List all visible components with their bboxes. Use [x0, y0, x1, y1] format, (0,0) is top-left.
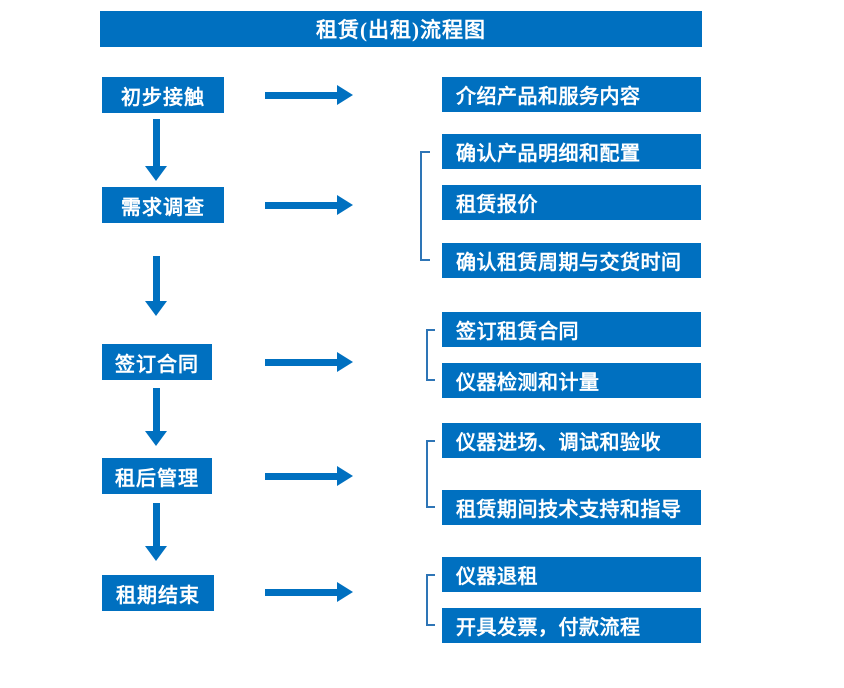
- group-bracket-post-rental: [426, 440, 435, 508]
- arrow-shaft: [265, 473, 337, 480]
- arrow-shaft: [265, 589, 337, 596]
- arrow-head: [337, 582, 353, 602]
- arrow-shaft: [153, 388, 160, 431]
- step-box-sign-contract: 签订合同: [102, 344, 212, 380]
- detail-box-rental-quote: 租赁报价: [442, 185, 701, 220]
- detail-box-sign-rental-contract: 签订租赁合同: [442, 312, 701, 347]
- arrow-right-icon: [265, 352, 353, 373]
- arrow-shaft: [153, 256, 160, 301]
- arrow-head: [337, 466, 353, 486]
- detail-box-confirm-product-details: 确认产品明细和配置: [442, 134, 701, 169]
- arrow-shaft: [153, 503, 160, 546]
- arrow-head: [337, 85, 353, 105]
- detail-box-technical-support: 租赁期间技术支持和指导: [442, 490, 701, 525]
- arrow-right-icon: [265, 85, 353, 106]
- step-box-initial-contact: 初步接触: [102, 77, 224, 113]
- detail-box-introduce-products: 介绍产品和服务内容: [442, 77, 701, 112]
- arrow-shaft: [265, 359, 337, 366]
- arrow-head: [145, 546, 167, 561]
- arrow-down-icon: [145, 503, 167, 561]
- arrow-head: [337, 352, 353, 372]
- detail-box-instrument-inspection: 仪器检测和计量: [442, 363, 701, 398]
- arrow-down-icon: [145, 388, 167, 446]
- arrow-head: [145, 166, 167, 181]
- arrow-head: [145, 301, 167, 316]
- arrow-right-icon: [265, 466, 353, 487]
- detail-box-instrument-setup: 仪器进场、调试和验收: [442, 423, 701, 458]
- arrow-shaft: [265, 92, 337, 99]
- group-bracket-sign-contract: [426, 329, 435, 381]
- step-box-demand-survey: 需求调查: [102, 187, 224, 223]
- detail-box-confirm-rental-period: 确认租赁周期与交货时间: [442, 243, 701, 278]
- arrow-right-icon: [265, 582, 353, 603]
- arrow-head: [337, 195, 353, 215]
- arrow-shaft: [265, 202, 337, 209]
- arrow-right-icon: [265, 195, 353, 216]
- arrow-head: [145, 431, 167, 446]
- group-bracket-rental-end: [426, 574, 435, 626]
- arrow-down-icon: [145, 256, 167, 316]
- detail-box-invoice-payment: 开具发票，付款流程: [442, 608, 701, 643]
- flowchart-title: 租赁(出租)流程图: [100, 11, 702, 47]
- step-box-rental-end: 租期结束: [102, 575, 214, 611]
- step-box-post-rental-management: 租后管理: [102, 458, 212, 494]
- arrow-down-icon: [145, 119, 167, 181]
- group-bracket-demand-survey: [420, 151, 430, 261]
- detail-box-instrument-return: 仪器退租: [442, 557, 701, 592]
- arrow-shaft: [153, 119, 160, 166]
